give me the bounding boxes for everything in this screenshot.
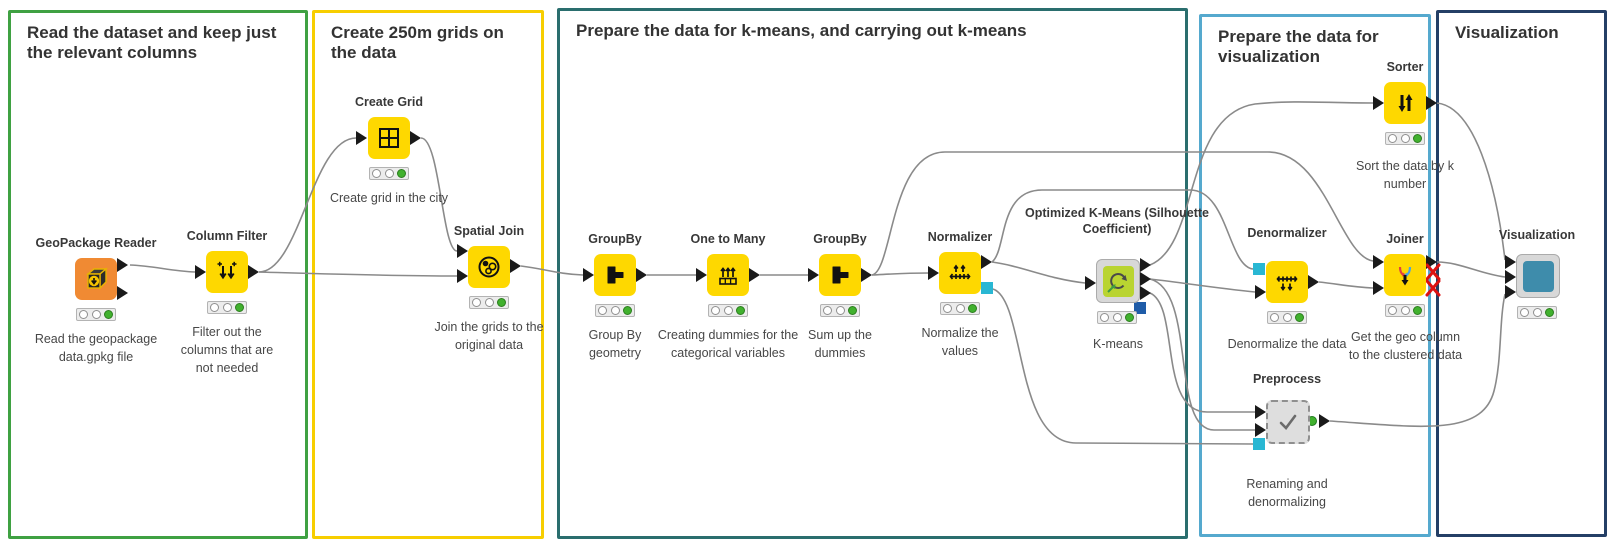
node-caption: Filter out the columns that are not need… — [180, 325, 274, 376]
node-caption: K-means — [1092, 337, 1144, 351]
groupby-node[interactable] — [594, 254, 636, 296]
groupby-bracket-icon — [607, 266, 624, 284]
normalizer-node[interactable] — [939, 252, 981, 294]
traffic-light-status — [469, 296, 509, 309]
sort-updown-arrows-icon — [1398, 94, 1413, 112]
sorter-node[interactable] — [1384, 82, 1426, 124]
node-caption: Creating dummies for the categorical var… — [657, 328, 799, 361]
node-caption: Normalize the values — [921, 326, 999, 359]
node-title: Column Filter — [186, 229, 268, 243]
node-title: One to Many — [690, 232, 766, 246]
denormalizer-node[interactable] — [1266, 261, 1308, 303]
traffic-light-status — [207, 301, 247, 314]
node-title: Create Grid — [354, 95, 424, 109]
group-title: Read the dataset and keep just the relev… — [27, 23, 277, 63]
node-title: Joiner — [1386, 232, 1424, 246]
kmeans-component-node[interactable] — [1096, 259, 1140, 303]
node-caption: Renaming and denormalizing — [1246, 477, 1328, 510]
preprocess-metanode[interactable] — [1266, 400, 1310, 444]
traffic-light-status — [76, 308, 116, 321]
traffic-light-status — [940, 302, 980, 315]
node-caption: Sort the data by k number — [1356, 159, 1454, 192]
loop-arrow-icon — [1107, 272, 1127, 293]
node-caption: Group By geometry — [588, 328, 642, 361]
visualization-component-node[interactable] — [1516, 254, 1560, 298]
node-title: GroupBy — [813, 232, 867, 246]
node-title: GroupBy — [588, 232, 642, 246]
column-filter-node[interactable] — [206, 251, 248, 293]
merge-arrows-icon — [1398, 266, 1412, 286]
traffic-light-status — [1267, 311, 1307, 324]
joiner-node[interactable] — [1384, 254, 1426, 296]
node-caption: Create grid in the city — [329, 191, 449, 205]
node-title: Preprocess — [1252, 372, 1322, 386]
group-read-dataset: Read the dataset and keep just the relev… — [8, 10, 308, 539]
node-title: GeoPackage Reader — [35, 236, 157, 250]
traffic-light-status — [1097, 311, 1137, 324]
node-title: Sorter — [1386, 60, 1424, 74]
group-prepare-kmeans: Prepare the data for k-means, and carryi… — [557, 8, 1188, 539]
spatial-overlay-circle-icon — [478, 256, 500, 278]
group-title: Create 250m grids on the data — [331, 23, 504, 63]
create-grid-node[interactable] — [368, 117, 410, 159]
one-to-many-arrows-icon — [719, 267, 737, 285]
node-caption: Read the geopackage data.gpkg file — [34, 332, 158, 365]
geopackage-reader-node[interactable] — [75, 258, 117, 300]
group-title: Prepare the data for visualization — [1218, 27, 1379, 67]
groupby-node[interactable] — [819, 254, 861, 296]
node-caption: Get the geo column to the clustered data — [1348, 330, 1463, 363]
cube-download-icon — [86, 267, 108, 290]
grid-icon — [379, 128, 399, 148]
spatial-join-node[interactable] — [468, 246, 510, 288]
traffic-light-status — [1385, 304, 1425, 317]
traffic-light-status — [1517, 306, 1557, 319]
node-title: Spatial Join — [453, 224, 525, 238]
one-to-many-node[interactable] — [707, 254, 749, 296]
groupby-bracket-icon — [832, 266, 849, 284]
group-title: Prepare the data for k-means, and carryi… — [576, 21, 1027, 40]
checkmark-icon — [1279, 414, 1297, 430]
column-filter-arrows-icon — [217, 261, 237, 280]
traffic-light-status — [1385, 132, 1425, 145]
traffic-light-status — [369, 167, 409, 180]
node-caption: Join the grids to the original data — [434, 320, 544, 353]
node-title: Visualization — [1498, 228, 1576, 242]
traffic-light-status — [595, 304, 635, 317]
traffic-light-status — [820, 304, 860, 317]
group-title: Visualization — [1455, 23, 1559, 42]
node-caption: Denormalize the data — [1227, 337, 1347, 351]
axis-down-arrows-icon — [1276, 275, 1298, 291]
component-inner — [1102, 265, 1134, 297]
axis-up-arrows-icon — [949, 264, 971, 280]
node-caption: Sum up the dummies — [808, 328, 872, 361]
traffic-light-status — [708, 304, 748, 317]
teal-view-icon — [1522, 260, 1554, 292]
